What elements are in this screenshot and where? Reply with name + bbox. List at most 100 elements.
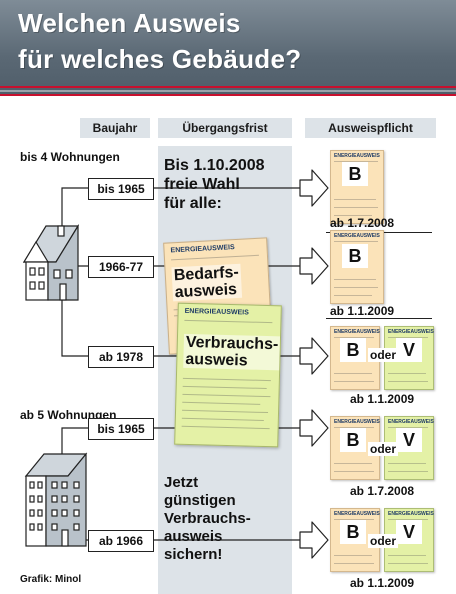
doc-b-rule — [181, 425, 270, 430]
doc-b-rule — [182, 377, 271, 382]
year-box-small-2: 1966-77 — [88, 256, 154, 278]
mini-doc-rule — [334, 427, 374, 428]
doc-b-rule — [182, 409, 269, 414]
mini-doc-header: ENERGIEAUSWEIS — [388, 511, 434, 517]
letter-b: B — [340, 338, 366, 362]
date-small-3: ab 1.1.2009 — [350, 392, 415, 406]
date-large-2: ab 1.1.2009 — [350, 576, 415, 590]
mini-doc-rule — [388, 555, 426, 556]
header-rule-red-1 — [0, 86, 456, 88]
doc-b-rule — [182, 393, 271, 398]
panel-bottom-line-4: ausweis — [164, 528, 223, 545]
credit-line: Grafik: Minol — [20, 574, 82, 585]
doc-a-label-line-2: ausweis — [174, 281, 238, 302]
panel-bottom-line-2: günstigen — [164, 492, 236, 509]
date-small-2: ab 1.1.2009 — [330, 304, 395, 318]
title-line-1: Welchen Ausweis — [18, 8, 241, 38]
mini-doc-rule — [388, 463, 426, 464]
mini-doc-rule — [388, 381, 428, 382]
panel-bottom-line-3: Verbrauchs- — [164, 510, 251, 527]
mini-doc-rule — [334, 287, 378, 288]
panel-top-line-3: für alle: — [164, 195, 222, 212]
mini-doc-rule — [388, 427, 428, 428]
mini-doc-rule — [334, 199, 376, 200]
mini-doc-rule — [388, 519, 428, 520]
apartment-building-icon — [24, 452, 88, 547]
mini-doc-rule — [334, 563, 374, 564]
mini-doc-header: ENERGIEAUSWEIS — [334, 153, 380, 159]
mini-doc-header: ENERGIEAUSWEIS — [334, 511, 380, 517]
letter-b: B — [340, 520, 366, 544]
panel-bottom-line-1: Jetzt — [164, 474, 199, 491]
mini-doc-header: ENERGIEAUSWEIS — [334, 329, 380, 335]
title-line-2: für welches Gebäude? — [18, 44, 302, 74]
panel-top-text: Bis 1.10.2008 freie Wahl für alle: — [164, 156, 265, 213]
mini-doc-rule — [388, 373, 426, 374]
mini-doc-rule — [334, 279, 376, 280]
year-box-large-1: bis 1965 — [88, 418, 154, 440]
doc-b-header: ENERGIEAUSWEIS — [184, 307, 249, 317]
header-rule-red-2 — [0, 94, 456, 96]
header-rule-grey — [0, 90, 456, 92]
mini-doc-rule — [334, 555, 372, 556]
mini-doc-rule — [388, 337, 428, 338]
letter-v: V — [396, 338, 422, 362]
doc-b-label: Verbrauchs- ausweis — [183, 333, 281, 371]
year-box-large-2: ab 1966 — [88, 530, 154, 552]
doc-b-rule — [182, 401, 261, 405]
year-box-small-1: bis 1965 — [88, 178, 154, 200]
doc-b-rule — [181, 417, 264, 421]
mini-doc-header: ENERGIEAUSWEIS — [334, 419, 380, 425]
arrow-right-icon — [299, 521, 329, 559]
arrow-right-icon — [299, 169, 329, 207]
doc-a-header: ENERGIEAUSWEIS — [170, 244, 235, 255]
letter-v: V — [396, 520, 422, 544]
doc-b-label-line-2: ausweis — [185, 350, 248, 370]
letter-v: V — [396, 428, 422, 452]
column-header-baujahr: Baujahr — [80, 118, 150, 138]
date-large-1: ab 1.7.2008 — [350, 484, 415, 498]
arrow-right-icon — [299, 337, 329, 375]
mini-doc-rule — [334, 215, 372, 216]
arrow-right-icon — [299, 247, 329, 285]
oder-label: oder — [368, 348, 399, 362]
column-header-ausweispflicht: Ausweispflicht — [305, 118, 436, 138]
doc-a-label: Bedarfs- ausweis — [171, 263, 243, 302]
mini-doc-rule — [334, 241, 378, 242]
mini-doc-rule — [334, 373, 372, 374]
mini-doc-rule — [334, 337, 374, 338]
oder-label: oder — [368, 442, 399, 456]
date-rule — [326, 318, 432, 319]
panel-top-line-2: freie Wahl — [164, 176, 240, 193]
arrow-right-icon — [299, 409, 329, 447]
energy-certificate-icon: ENERGIEAUSWEIS Verbrauchs- ausweis — [174, 302, 282, 448]
oder-label: oder — [368, 534, 399, 548]
doc-b-rule — [182, 385, 267, 390]
letter-b: B — [342, 244, 368, 268]
mini-doc-header: ENERGIEAUSWEIS — [388, 419, 434, 425]
year-box-small-3: ab 1978 — [88, 346, 154, 368]
date-small-1: ab 1.7.2008 — [330, 216, 395, 230]
doc-a-rule — [171, 254, 259, 261]
mini-doc-rule — [334, 519, 374, 520]
mini-doc-rule — [334, 161, 378, 162]
mini-doc-rule — [334, 463, 372, 464]
letter-b: B — [342, 162, 368, 186]
panel-top-line-1: Bis 1.10.2008 — [164, 157, 265, 174]
letter-b: B — [340, 428, 366, 452]
header-banner: Welchen Ausweis für welches Gebäude? — [0, 0, 456, 96]
panel-bottom-text: Jetzt günstigen Verbrauchs- ausweis sich… — [164, 474, 251, 564]
mini-doc-rule — [334, 381, 374, 382]
mini-doc-rule — [334, 207, 378, 208]
mini-doc-rule — [388, 471, 428, 472]
panel-bottom-line-5: sichern! — [164, 546, 223, 563]
column-header-uebergangsfrist: Übergangsfrist — [158, 118, 292, 138]
doc-b-rule — [184, 319, 273, 324]
mini-doc-header: ENERGIEAUSWEIS — [388, 329, 434, 335]
mini-doc-rule — [388, 563, 428, 564]
group-label-bis-4-wohnungen: bis 4 Wohnungen — [20, 150, 120, 164]
mini-doc-header: ENERGIEAUSWEIS — [334, 233, 380, 239]
mini-doc-rule — [334, 471, 374, 472]
